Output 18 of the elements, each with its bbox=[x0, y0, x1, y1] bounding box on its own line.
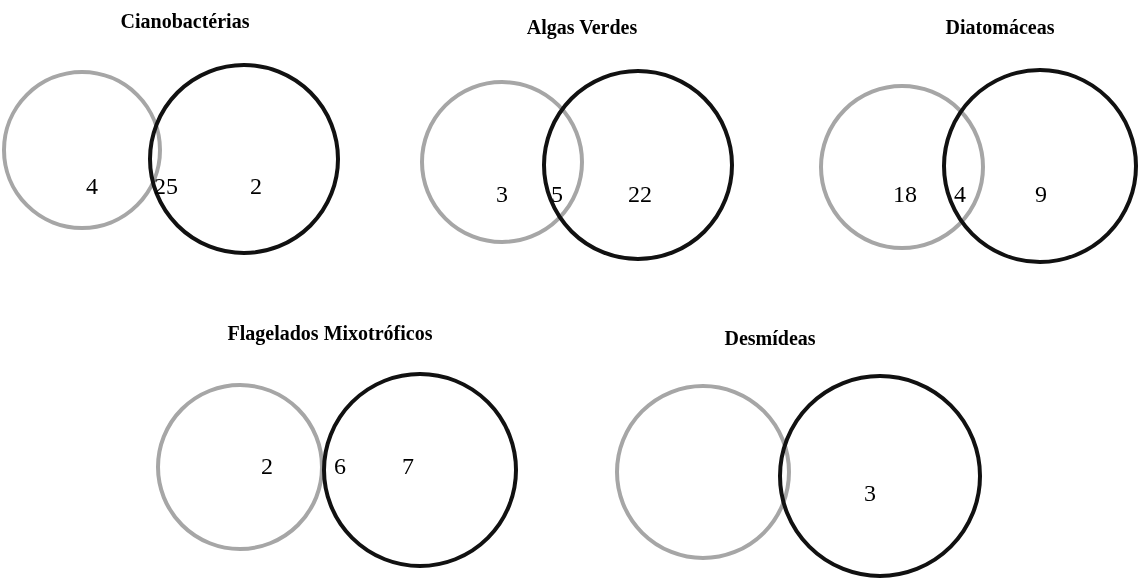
group-title: Cianobactérias bbox=[120, 10, 250, 33]
group-title: Algas Verdes bbox=[526, 16, 638, 39]
count-value: 2 bbox=[261, 453, 273, 479]
group-title: Flagelados Mixotróficos bbox=[227, 322, 433, 345]
group-title: Diatomáceas bbox=[945, 16, 1055, 39]
count-value: 3 bbox=[864, 480, 876, 506]
count-value: 22 bbox=[628, 181, 652, 207]
count-value: 2 bbox=[250, 173, 262, 199]
overlap-count: 6 bbox=[334, 453, 346, 479]
overlap-count: 4 bbox=[954, 181, 966, 207]
count-value: 18 bbox=[893, 181, 917, 207]
count-value: 3 bbox=[496, 181, 508, 207]
count-value: 9 bbox=[1035, 181, 1047, 207]
overlap-count: 5 bbox=[551, 181, 563, 207]
overlap-count: 25 bbox=[154, 173, 178, 199]
group-title: Desmídeas bbox=[724, 327, 816, 350]
count-value: 7 bbox=[402, 453, 414, 479]
count-value: 4 bbox=[86, 173, 98, 199]
